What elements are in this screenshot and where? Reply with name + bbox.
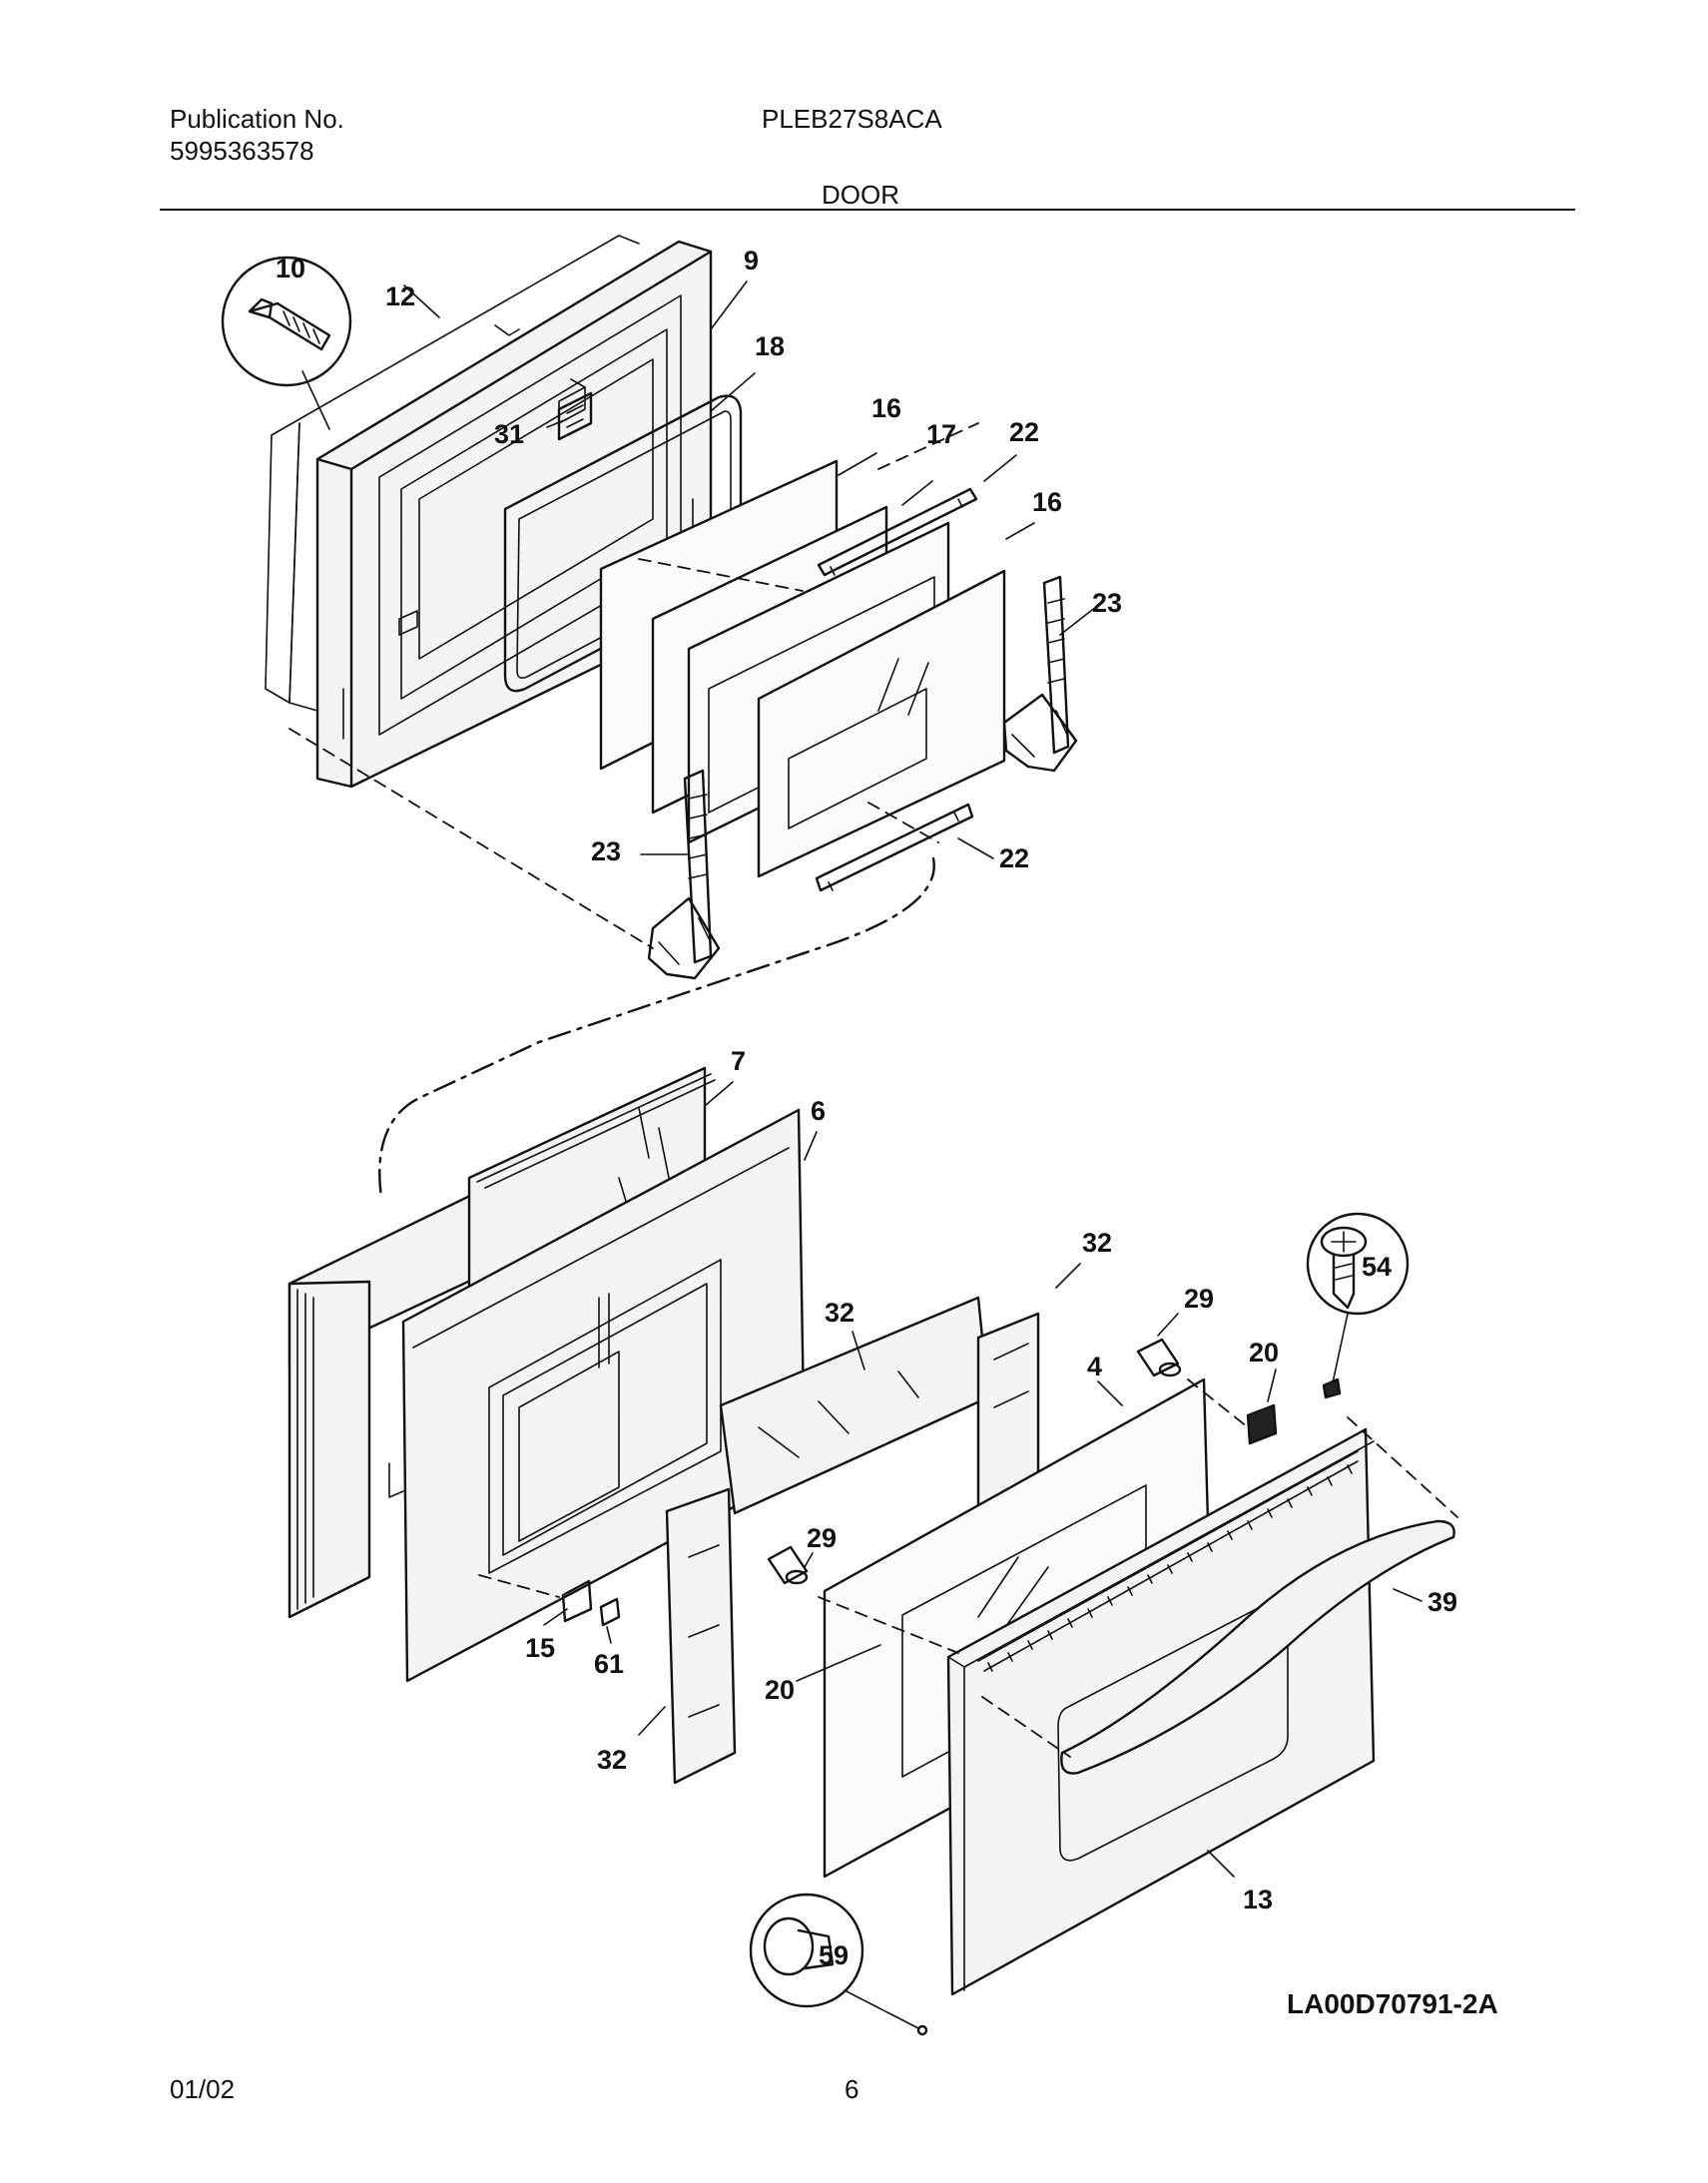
callout-31: 31 <box>494 419 524 449</box>
callout-23-right: 23 <box>1092 588 1122 618</box>
door-hinge-left <box>647 769 721 980</box>
callout-16-right: 16 <box>1032 487 1062 517</box>
screw-54-detail <box>1306 1212 1410 1399</box>
page-number: 6 <box>845 2074 859 2104</box>
callout-20-upper: 20 <box>1249 1338 1279 1367</box>
callout-29-upper: 29 <box>1184 1284 1214 1314</box>
callout-32-top: 32 <box>1082 1228 1112 1258</box>
callout-32-mid: 32 <box>825 1298 854 1328</box>
screw-detail-circle <box>221 256 352 430</box>
spacer-lower <box>767 1545 809 1585</box>
door-clip <box>561 1579 621 1627</box>
callout-16-upper: 16 <box>871 393 901 423</box>
plug-59-detail <box>749 1893 928 2036</box>
callout-4: 4 <box>1087 1352 1102 1381</box>
lower-glass-retainer <box>815 803 974 892</box>
model-number: PLEB27S8ACA <box>762 104 942 134</box>
callout-22-lower: 22 <box>999 843 1029 873</box>
callout-12: 12 <box>385 281 415 311</box>
callout-39: 39 <box>1427 1587 1457 1617</box>
callout-59: 59 <box>819 1940 849 1970</box>
callout-32-bottom: 32 <box>597 1745 627 1775</box>
callout-9: 9 <box>744 246 759 275</box>
drawing-code: LA00D70791-2A <box>1287 1988 1498 2019</box>
inner-door-panel <box>388 1108 807 1683</box>
callout-15: 15 <box>525 1633 555 1663</box>
header-rule <box>160 209 1575 211</box>
publication-number: 5995363578 <box>170 136 314 166</box>
publication-label: Publication No. <box>170 104 344 134</box>
callout-7: 7 <box>731 1046 746 1076</box>
callout-10: 10 <box>276 254 305 283</box>
callout-61: 61 <box>594 1649 624 1679</box>
bracket-upper <box>1246 1403 1278 1445</box>
window-glass-pack <box>599 459 1006 878</box>
callout-labels: 10 12 9 18 31 16 17 22 16 23 23 22 7 6 3… <box>276 246 1457 1970</box>
callout-22-upper: 22 <box>1009 417 1039 447</box>
upper-glass-retainer <box>817 487 978 577</box>
callout-17: 17 <box>926 419 956 449</box>
callout-leaders <box>403 280 1423 1878</box>
callout-29-lower: 29 <box>807 1523 837 1553</box>
heat-shield-strip-bottom <box>665 1487 737 1785</box>
hinge-bracket <box>557 391 593 441</box>
callout-13: 13 <box>1243 1885 1273 1914</box>
callout-20-lower: 20 <box>765 1675 795 1705</box>
callout-23-left: 23 <box>591 836 621 866</box>
callout-54: 54 <box>1362 1252 1392 1282</box>
door-hinge-right <box>1002 575 1078 773</box>
spacer-upper <box>1136 1338 1182 1377</box>
section-title: DOOR <box>822 180 899 210</box>
door-handle <box>1060 1519 1455 1775</box>
callout-6: 6 <box>811 1096 826 1126</box>
footer-date: 01/02 <box>170 2074 236 2104</box>
callout-18: 18 <box>755 331 785 361</box>
